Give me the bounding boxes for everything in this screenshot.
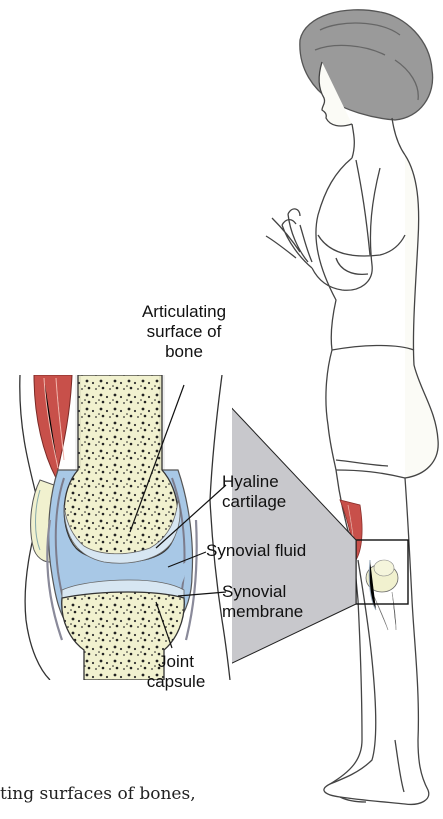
caption-text: ting surfaces of bones, [0,784,196,804]
label-hyaline-line2: cartilage [222,492,286,512]
label-membrane-line1: Synovial [222,582,303,602]
label-hyaline-line1: Hyaline [222,472,286,492]
label-synovial-fluid: Synovial fluid [206,541,306,561]
label-synovial-membrane: Synovial membrane [222,582,303,622]
label-articulating-line3: bone [124,342,244,362]
knee-cross-section [20,375,232,680]
label-membrane-line2: membrane [222,602,303,622]
woman-figure [266,10,438,805]
label-joint-capsule: Joint capsule [136,652,216,692]
label-articulating-surface: Articulating surface of bone [124,302,244,362]
zoom-projection [226,402,356,666]
label-capsule-line1: Joint [136,652,216,672]
label-hyaline-cartilage: Hyaline cartilage [222,472,286,512]
label-capsule-line2: capsule [136,672,216,692]
label-articulating-line2: surface of [124,322,244,342]
label-articulating-line1: Articulating [124,302,244,322]
